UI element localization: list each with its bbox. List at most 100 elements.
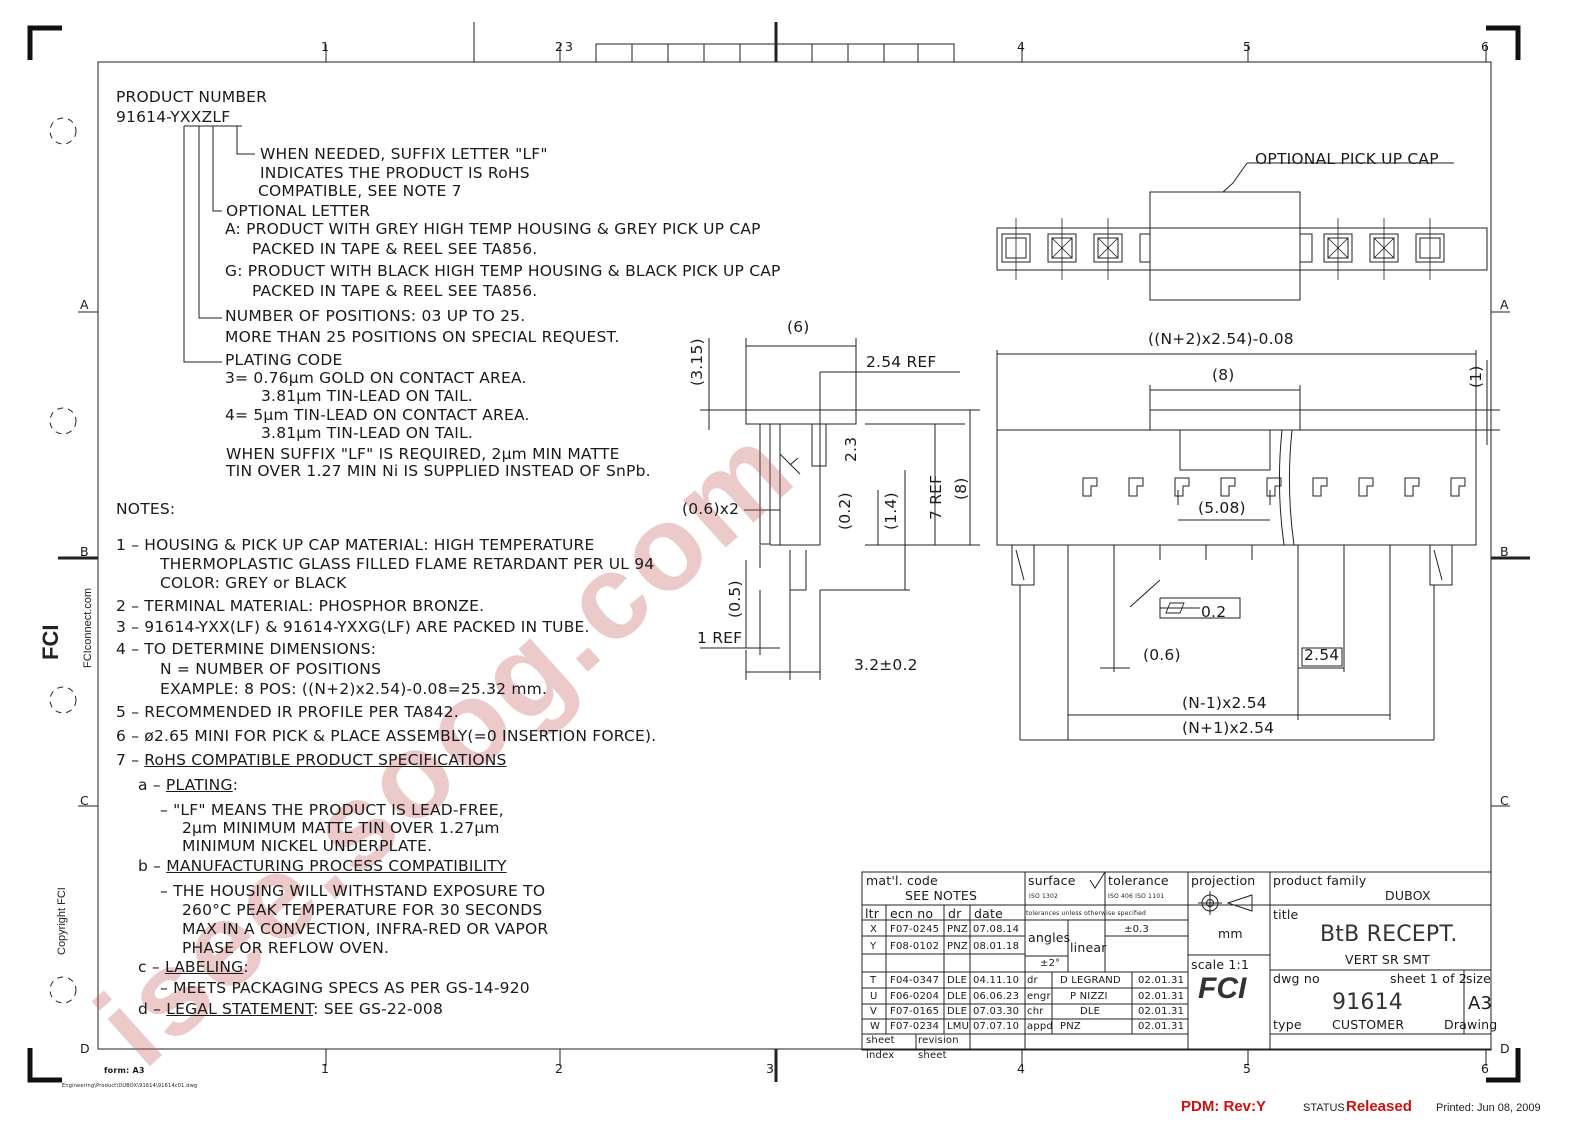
note-7a-title: PLATING [165, 776, 233, 794]
tb-pm2: ±2° [1040, 958, 1061, 969]
note-7c-prefix: c – [138, 958, 165, 976]
sign-name: DLE [1080, 1006, 1101, 1017]
rev-date: 07.07.10 [973, 1021, 1020, 1032]
dim-0-6: (0.6) [1143, 646, 1181, 664]
col-label-top-4: 4 [1017, 39, 1026, 54]
rev-dr: DLE [947, 991, 968, 1002]
rev-dr: PNZ [947, 924, 968, 935]
plating-line-1: 3= 0.76μm GOLD ON CONTACT AREA. [225, 369, 527, 387]
tb-dwg-no: dwg no [1273, 971, 1320, 986]
rev-ltr: Y [870, 941, 877, 952]
dim-2-54-ref: 2.54 REF [866, 353, 937, 371]
plating-line-6: TIN OVER 1.27 MIN Ni IS SUPPLIED INSTEAD… [226, 462, 651, 480]
bottom-ticks [325, 1049, 1487, 1082]
printed-date: Printed: Jun 08, 2009 [1436, 1102, 1541, 1114]
note-7-title: RoHS COMPATIBLE PRODUCT SPECIFICATIONS [144, 751, 507, 769]
note-7c-title: LABELING [164, 958, 244, 976]
note-4-line-2: N = NUMBER OF POSITIONS [160, 660, 382, 678]
tb-pm03: ±0.3 [1124, 924, 1150, 935]
rev-dr: DLE [947, 975, 968, 986]
suffix-line-1: WHEN NEEDED, SUFFIX LETTER "LF" [260, 145, 548, 163]
rev-date: 07.03.30 [973, 1006, 1020, 1017]
tb-a3: A3 [1468, 993, 1493, 1014]
rev-ltr: U [870, 991, 878, 1002]
dim-1: (1) [1467, 365, 1485, 388]
status-label: STATUS [1303, 1102, 1345, 1114]
tb-type: type [1273, 1017, 1302, 1032]
note-7a-line-1: – "LF" MEANS THE PRODUCT IS LEAD-FREE, [160, 801, 504, 819]
rev-ecn: F08-0102 [890, 941, 940, 952]
col-label-bottom-4: 4 [1017, 1061, 1026, 1076]
plating-line-4: 3.81μm TIN-LEAD ON TAIL. [261, 424, 474, 442]
note-7a-line-3: MINIMUM NICKEL UNDERPLATE. [182, 837, 433, 855]
option-g-line-1: G: PRODUCT WITH BLACK HIGH TEMP HOUSING … [225, 262, 781, 280]
note-3: 3 – 91614-YXX(LF) & 91614-YXXG(LF) ARE P… [116, 618, 590, 636]
optional-letter: OPTIONAL LETTER [226, 202, 371, 220]
tb-hdr-date: date [974, 906, 1003, 921]
sign-name: P NIZZI [1070, 991, 1108, 1002]
col-label-top-3: 3 [565, 39, 574, 54]
note-1-line-1: 1 – HOUSING & PICK UP CAP MATERIAL: HIGH… [116, 536, 595, 554]
note-7b-line-2: 260°C PEAK TEMPERATURE FOR 30 SECONDS [182, 901, 543, 919]
suffix-line-2: INDICATES THE PRODUCT IS RoHS [260, 164, 530, 182]
note-7b-title: MANUFACTURING PROCESS COMPATIBILITY [166, 857, 507, 875]
dim-flatness-0-2: 0.2 [1201, 603, 1227, 621]
note-7a-line-2: 2μm MINIMUM MATTE TIN OVER 1.27μm [182, 819, 500, 837]
note-7d-rest: : SEE GS-22-008 [313, 1000, 444, 1018]
sign-date: 02.01.31 [1138, 1006, 1185, 1017]
row-label-right-a: A [1500, 297, 1509, 312]
tb-revision-label: revision [918, 1035, 959, 1046]
col-label-bottom-5: 5 [1243, 1061, 1252, 1076]
col-label-bottom-2: 2 [555, 1061, 564, 1076]
tb-index-label: index [866, 1050, 895, 1061]
product-tree [183, 125, 255, 363]
top-view [996, 162, 1488, 301]
sign-role: dr [1027, 975, 1038, 986]
note-1-line-2: THERMOPLASTIC GLASS FILLED FLAME RETARDA… [160, 555, 655, 573]
front-view [996, 350, 1500, 741]
positions-line-2: MORE THAN 25 POSITIONS ON SPECIAL REQUES… [225, 328, 620, 346]
note-7b-line-3: MAX IN A CONVECTION, INFRA-RED OR VAPOR [182, 920, 549, 938]
dim-1-4: (1.4) [882, 492, 900, 530]
dim-total-length: ((N+2)x2.54)-0.08 [1148, 330, 1294, 348]
tb-hdr-ltr: ltr [865, 906, 880, 921]
note-7c-line: – MEETS PACKAGING SPECS AS PER GS-14-920 [160, 979, 530, 997]
side-ticks [58, 311, 1530, 807]
rev-ltr: W [870, 1021, 881, 1032]
note-7d-prefix: d – [138, 1000, 167, 1018]
tb-scale: scale 1:1 [1191, 957, 1250, 972]
tb-angles: angles [1028, 930, 1071, 945]
option-a-line-2: PACKED IN TAPE & REEL SEE TA856. [252, 240, 538, 258]
rev-dr: DLE [947, 1006, 968, 1017]
tb-customer: CUSTOMER [1332, 1017, 1405, 1032]
note-7b-line-1: – THE HOUSING WILL WITHSTAND EXPOSURE TO [160, 882, 546, 900]
col-label-bottom-6: 6 [1481, 1061, 1490, 1076]
rev-date: 04.11.10 [973, 975, 1020, 986]
punch-holes [49, 117, 77, 1004]
tb-iso406: ISO 406 ISO 1101 [1108, 893, 1165, 900]
copyright: Copyright FCI [56, 887, 68, 955]
col-label-top-1: 1 [321, 39, 330, 54]
product-number: 91614-YXXZLF [116, 108, 231, 126]
dim-n-plus-1: (N+1)x2.54 [1182, 719, 1275, 737]
fci-url: FCIconnect.com [82, 587, 94, 668]
rev-ltr: V [870, 1006, 878, 1017]
note-2: 2 – TERMINAL MATERIAL: PHOSPHOR BRONZE. [116, 597, 485, 615]
sign-role: engr [1027, 991, 1051, 1002]
col-label-top-5: 5 [1243, 39, 1252, 54]
row-label-left-a: A [80, 297, 89, 312]
rev-dr: LMU [947, 1021, 970, 1032]
row-label-right-c: C [1500, 793, 1509, 808]
rev-ltr: T [870, 975, 877, 986]
note-7c: c – LABELING: [138, 958, 249, 976]
rev-ecn: F04-0347 [890, 975, 940, 986]
tb-size: size [1466, 971, 1492, 986]
sign-role: chr [1027, 1006, 1044, 1017]
tb-drawing: Drawing [1444, 1017, 1498, 1032]
tb-subtitle: VERT SR SMT [1345, 952, 1430, 967]
tb-mm: mm [1218, 926, 1243, 941]
tb-hdr-dr: dr [948, 906, 962, 921]
note-7b-line-4: PHASE OR REFLOW OVEN. [182, 939, 390, 957]
notes-heading: NOTES: [116, 500, 176, 518]
note-7b: b – MANUFACTURING PROCESS COMPATIBILITY [138, 857, 507, 875]
